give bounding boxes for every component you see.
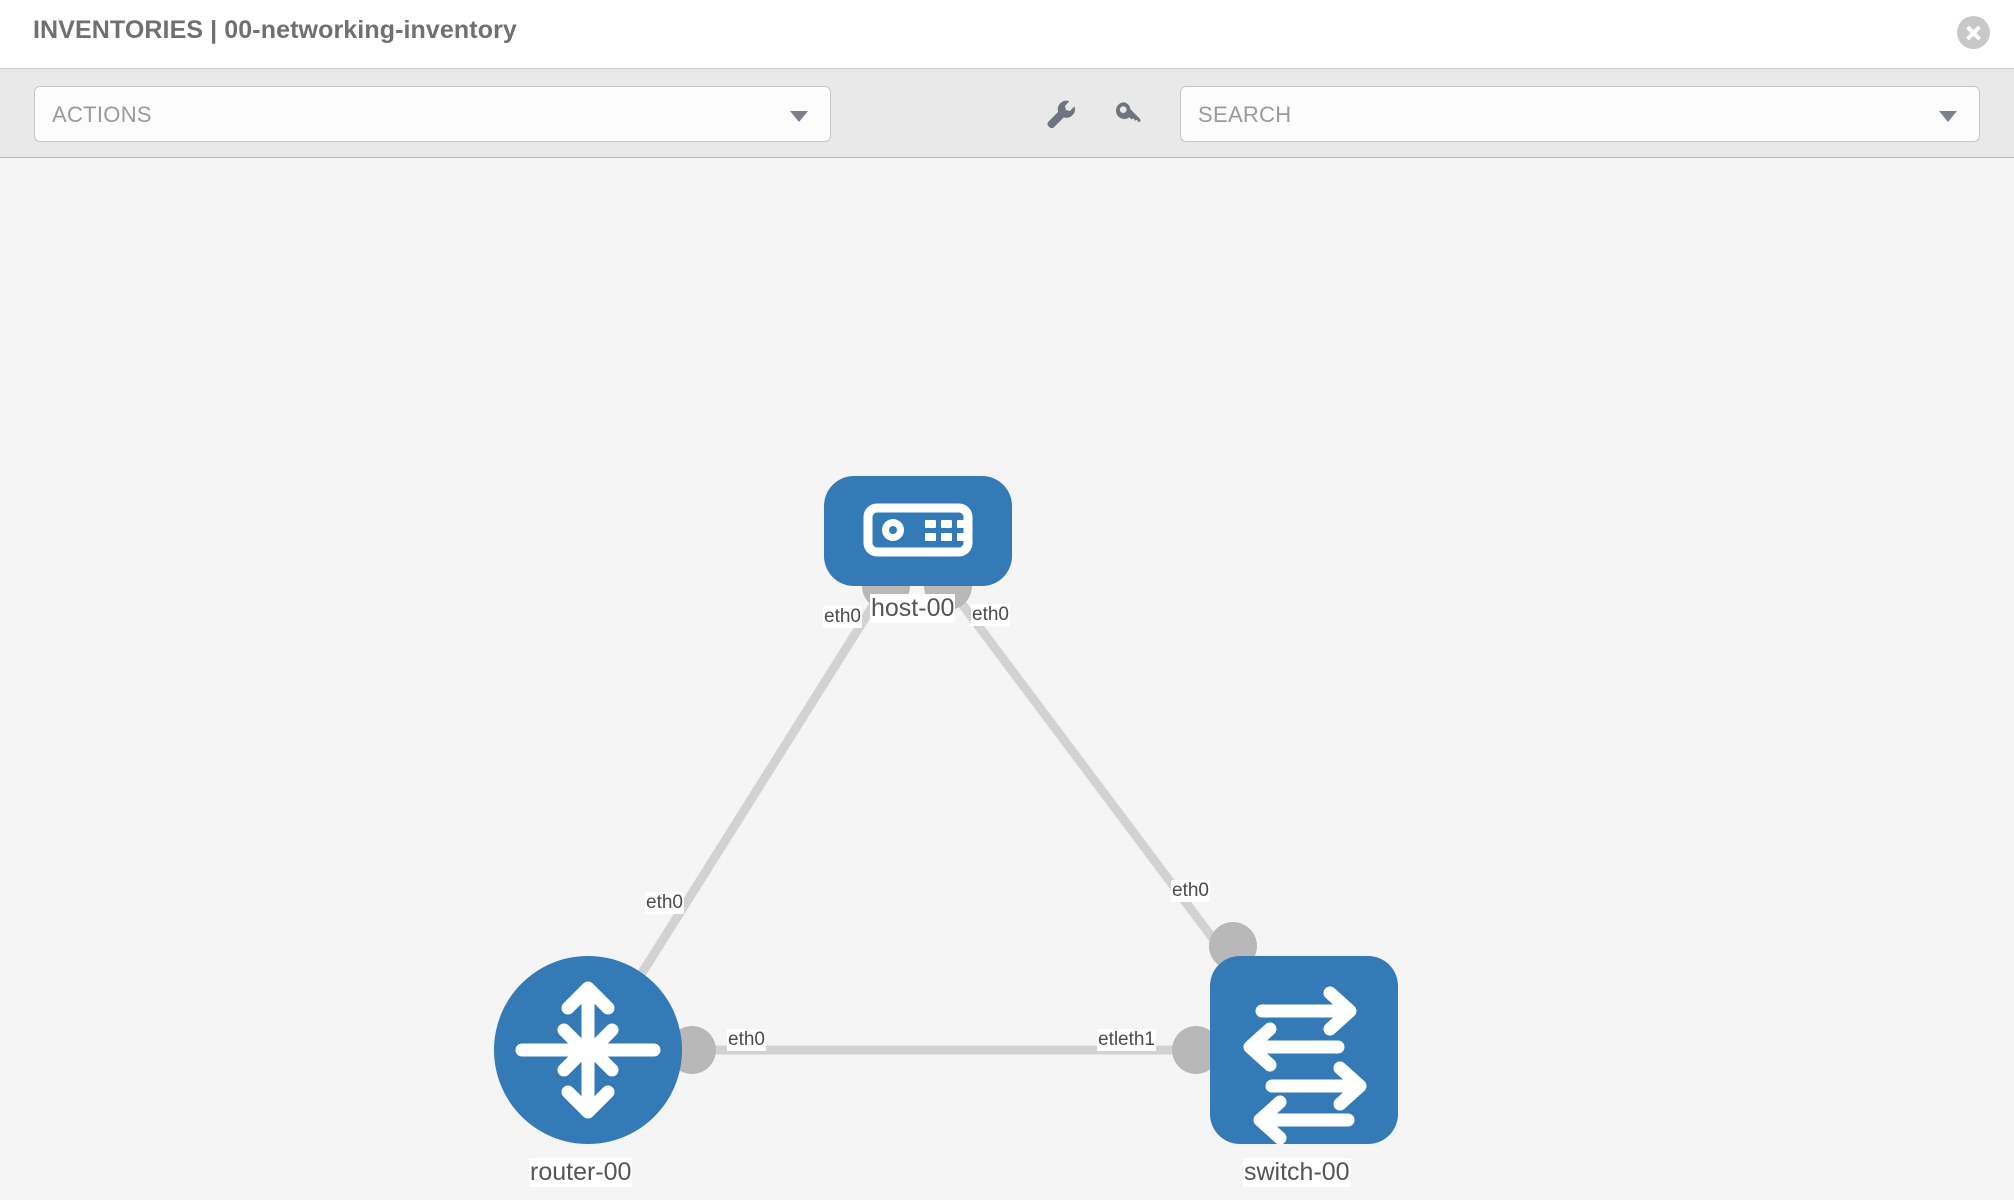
search-placeholder: SEARCH (1198, 102, 1292, 127)
toolbar: ACTIONS SEARCH (0, 68, 2014, 158)
iface-label-router00-east: eth0 (727, 1029, 766, 1051)
node-label-router-00: router-00 (529, 1158, 633, 1187)
topology-canvas[interactable]: eth0 eth0 eth0 eth0 eth0 eth0 eth1 host-… (0, 158, 2014, 1200)
iface-label-host00-right: eth0 (971, 604, 1010, 626)
close-icon[interactable] (1957, 16, 1990, 49)
wrench-icon[interactable] (1040, 95, 1080, 135)
iface-label-switch00-west-b: eth1 (1117, 1029, 1156, 1051)
topology-links (616, 585, 1269, 1055)
node-switch-00 (1210, 956, 1398, 1145)
switch-icon (1243, 986, 1367, 1145)
node-label-switch-00: switch-00 (1243, 1158, 1351, 1187)
link-host00-router00 (616, 585, 888, 1011)
topology-graph (494, 476, 1398, 1145)
iface-label-switch00-uplink: eth0 (1171, 880, 1210, 902)
actions-dropdown-label: ACTIONS (52, 102, 152, 127)
node-label-host-00: host-00 (870, 594, 956, 623)
page-header: INVENTORIES | 00-networking-inventory (0, 0, 2014, 68)
node-router-00 (494, 956, 682, 1144)
topology-connectors (668, 562, 1257, 1074)
page-title: INVENTORIES | 00-networking-inventory (33, 16, 517, 44)
key-icon[interactable] (1108, 95, 1148, 135)
actions-dropdown[interactable]: ACTIONS (34, 86, 831, 142)
server-icon (863, 503, 973, 557)
connector-switch00-west (1172, 1026, 1220, 1074)
iface-label-router00-uplink: eth0 (645, 892, 684, 914)
iface-label-host00-left: eth0 (823, 606, 862, 628)
chevron-down-icon (790, 111, 808, 122)
router-icon (515, 981, 661, 1119)
search-input[interactable]: SEARCH (1180, 86, 1980, 142)
chevron-down-icon (1939, 111, 1957, 122)
node-host-00 (824, 476, 1012, 586)
